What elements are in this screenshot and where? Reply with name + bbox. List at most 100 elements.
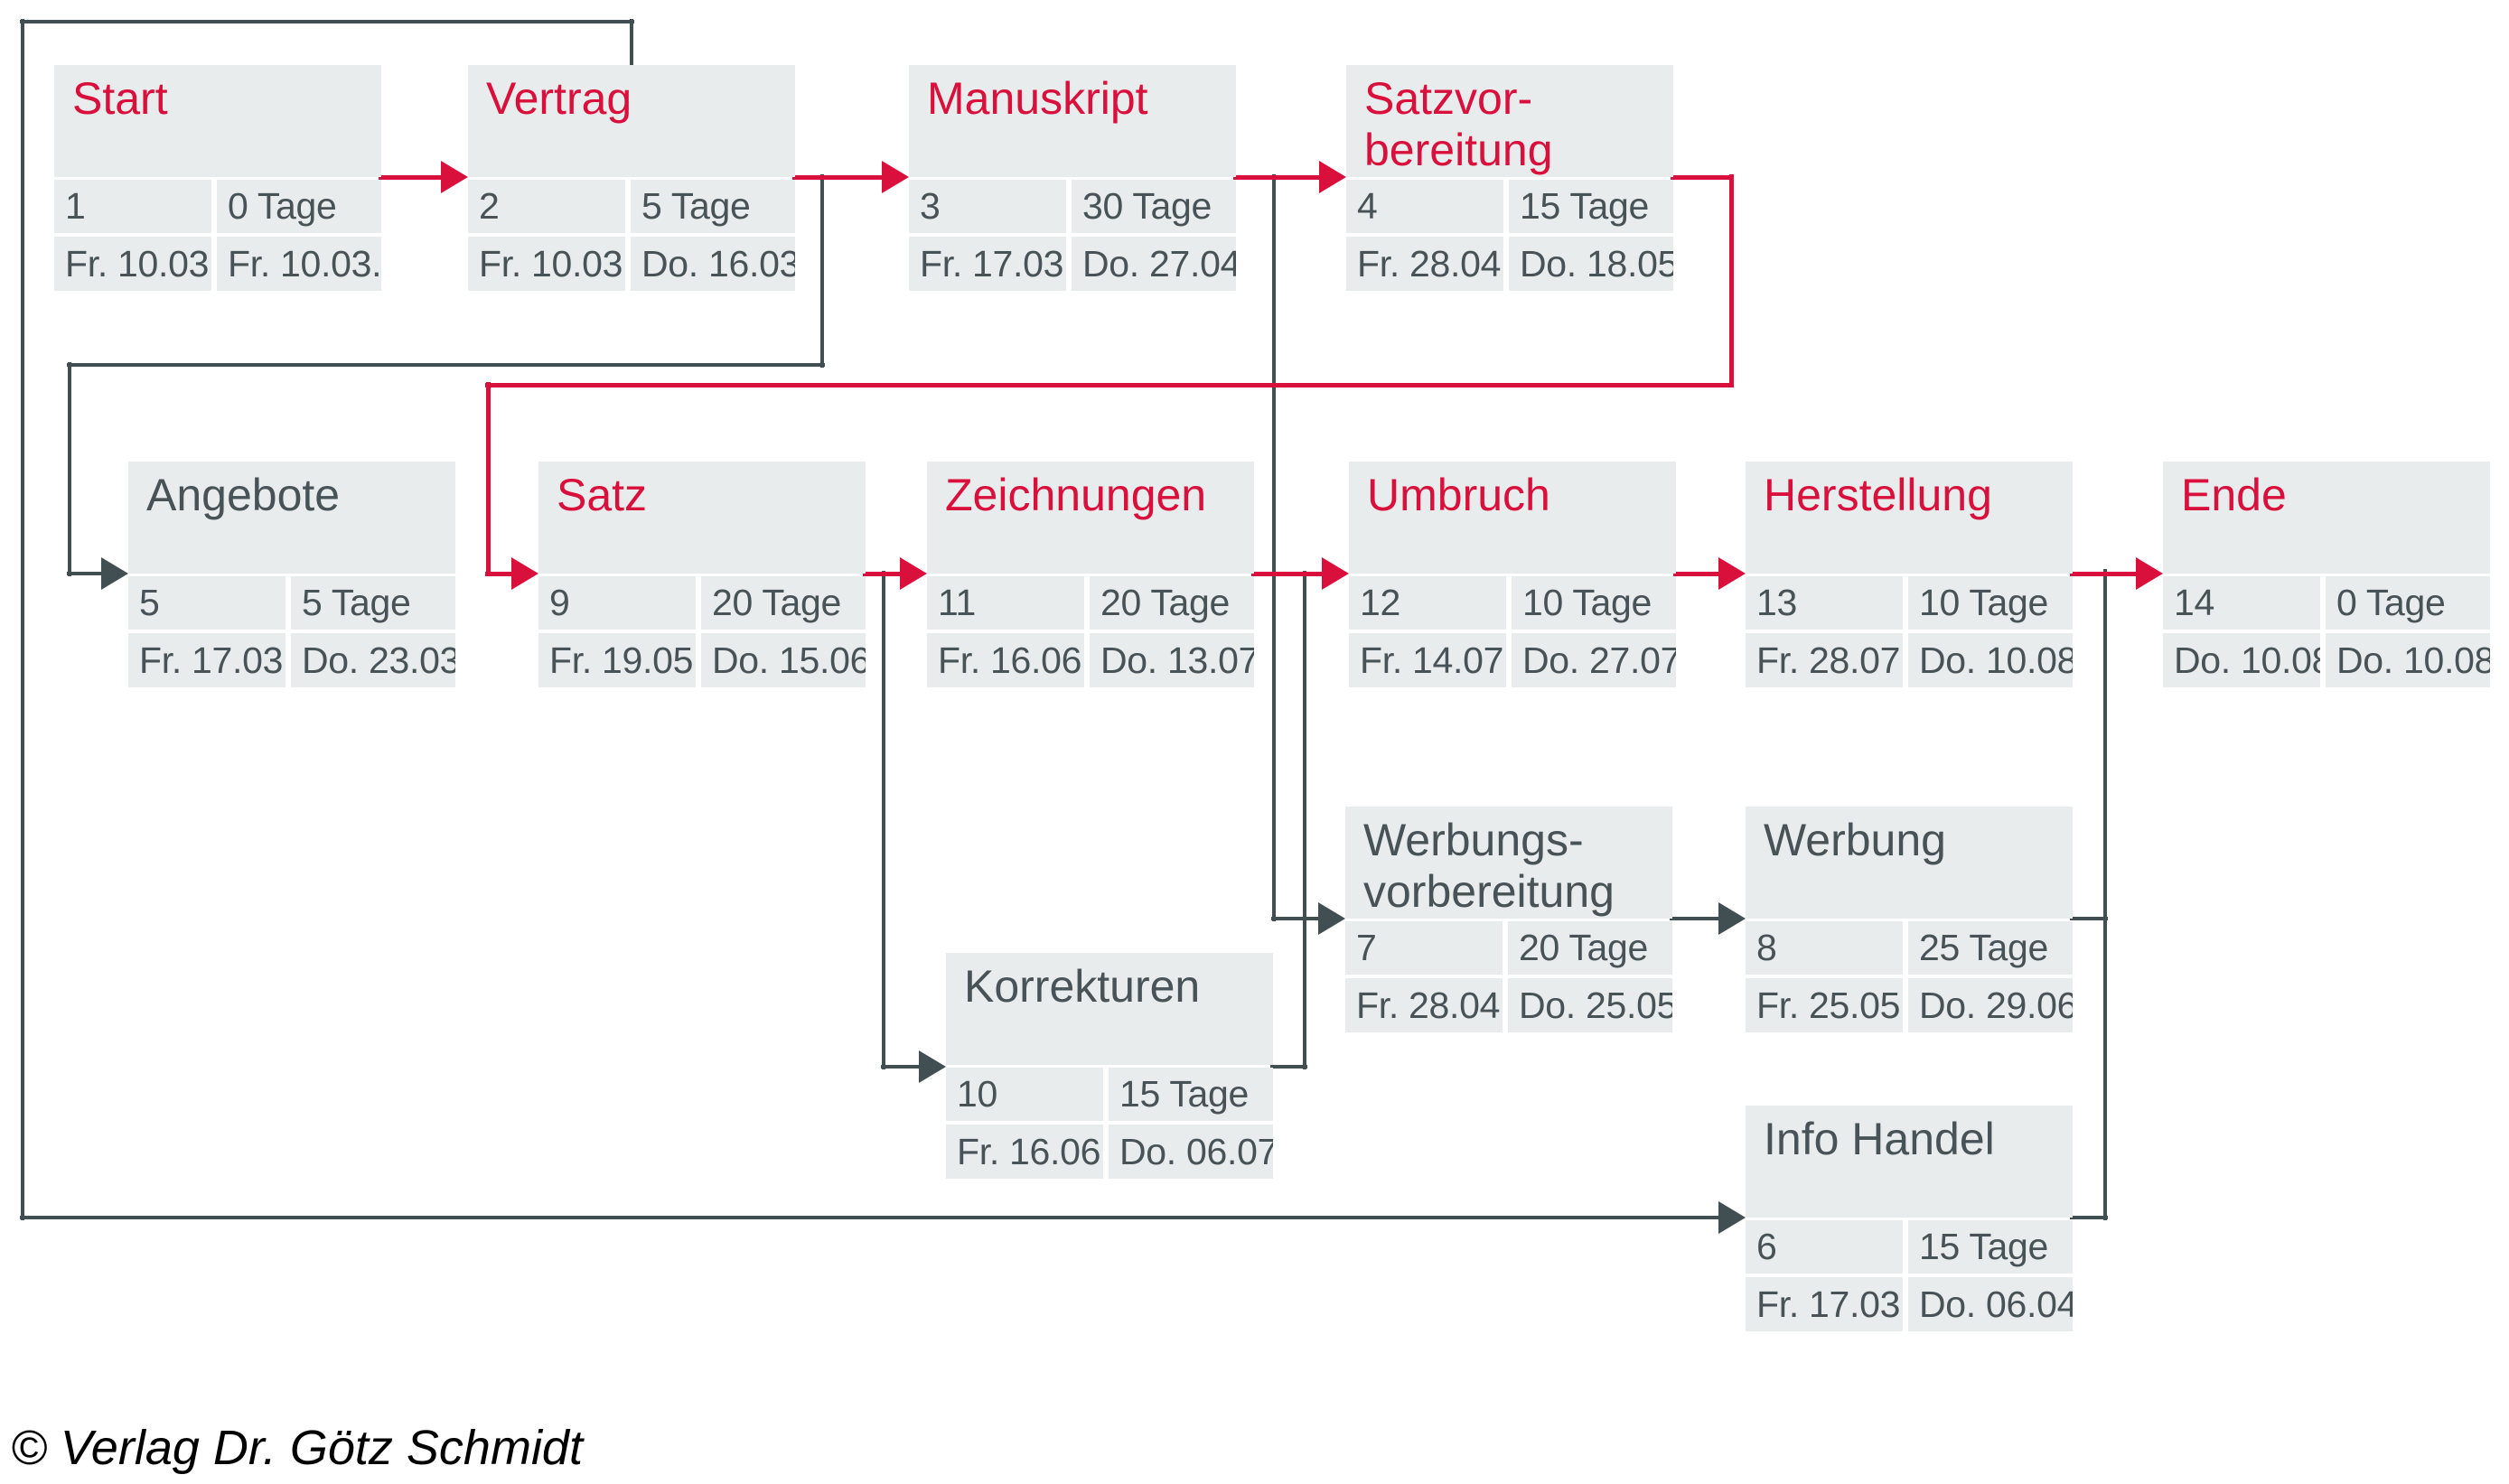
- task-title-line: Herstellung: [1764, 470, 1992, 520]
- task-title-line: Zeichnungen: [945, 470, 1207, 520]
- task-title: Vertrag: [468, 65, 795, 177]
- task-duration: 10 Tage: [1908, 576, 2073, 630]
- task-number: 10: [946, 1068, 1103, 1121]
- task-title: Satzvor-bereitung: [1346, 65, 1673, 177]
- task-duration: 0 Tage: [2326, 576, 2490, 630]
- edge-segment: [820, 174, 824, 368]
- task-duration: 15 Tage: [1109, 1068, 1273, 1121]
- task-duration: 15 Tage: [1908, 1220, 2073, 1274]
- task-start-date: Fr. 28.04.: [1346, 237, 1503, 291]
- edge-segment: [2070, 1216, 2108, 1219]
- task-end-date: Do. 06.07.: [1109, 1125, 1273, 1179]
- edge-segment: [1251, 571, 1322, 576]
- task-duration: 15 Tage: [1509, 180, 1673, 233]
- task-duration: 20 Tage: [1090, 576, 1254, 630]
- task-title: Angebote: [128, 462, 455, 574]
- task-duration: 5 Tage: [291, 576, 455, 630]
- task-title: Korrekturen: [946, 953, 1273, 1065]
- task-start-date: Fr. 10.03.: [54, 237, 211, 291]
- edge-segment: [485, 571, 511, 576]
- task-duration: 20 Tage: [1508, 921, 1672, 975]
- arrowhead-icon: [441, 161, 468, 193]
- edge-segment: [1271, 917, 1318, 920]
- task-end-date: Do. 27.07.: [1512, 633, 1676, 687]
- task-title-line: Satzvor-: [1364, 73, 1533, 124]
- task-start-date: Fr. 17.03.: [128, 633, 286, 687]
- edge-segment: [20, 20, 634, 23]
- task-start-date: Fr. 16.06.: [946, 1125, 1103, 1179]
- task-duration: 30 Tage: [1072, 180, 1236, 233]
- edge-segment: [68, 362, 71, 576]
- arrowhead-icon: [882, 161, 909, 193]
- edge-segment: [21, 19, 24, 1220]
- task-end-date: Do. 27.04.: [1072, 237, 1236, 291]
- task-number: 5: [128, 576, 286, 630]
- task-number: 2: [468, 180, 625, 233]
- arrowhead-icon: [1718, 557, 1746, 590]
- task-start-date: Fr. 28.07.: [1746, 633, 1903, 687]
- edge-segment: [1233, 174, 1319, 180]
- arrowhead-icon: [511, 557, 538, 590]
- task-end-date: Do. 25.05.: [1508, 978, 1672, 1032]
- task-duration: 10 Tage: [1512, 576, 1676, 630]
- task-number: 3: [909, 180, 1066, 233]
- arrowhead-icon: [1718, 902, 1746, 935]
- task-end-date: Do. 15.06.: [701, 633, 866, 687]
- arrowhead-icon: [1319, 161, 1346, 193]
- task-end-date: Do. 13.07.: [1090, 633, 1254, 687]
- task-start-date: Fr. 25.05.: [1746, 978, 1903, 1032]
- arrowhead-icon: [919, 1050, 946, 1083]
- edge-segment: [863, 571, 900, 576]
- edge-segment: [882, 571, 885, 1069]
- edge-segment: [20, 1216, 1718, 1219]
- task-title: Satz: [538, 462, 866, 574]
- task-title: Herstellung: [1746, 462, 2073, 574]
- arrowhead-icon: [1322, 557, 1349, 590]
- task-end-date: Do. 06.04.: [1908, 1277, 2073, 1331]
- edge-segment: [379, 174, 441, 180]
- task-title-line: Angebote: [146, 470, 341, 520]
- task-title-line: Satz: [557, 470, 648, 520]
- task-number: 6: [1746, 1220, 1903, 1274]
- arrowhead-icon: [1318, 902, 1345, 935]
- task-title: Umbruch: [1349, 462, 1676, 574]
- edge-segment: [1270, 1065, 1307, 1069]
- task-number: 9: [538, 576, 696, 630]
- arrowhead-icon: [2136, 557, 2163, 590]
- task-start-date: Fr. 10.03.: [468, 237, 625, 291]
- edge-segment: [792, 174, 882, 180]
- edge-segment: [1303, 571, 1306, 1069]
- edge-segment: [67, 363, 825, 367]
- edge-segment: [2103, 569, 2107, 1220]
- task-title: Start: [54, 65, 381, 177]
- edge-segment: [2070, 571, 2136, 576]
- task-start-date: Fr. 17.03.: [909, 237, 1066, 291]
- task-end-date: Do. 16.03.: [631, 237, 795, 291]
- copyright-notice: © Verlag Dr. Götz Schmidt: [11, 1421, 583, 1475]
- edge-segment: [1673, 571, 1718, 576]
- task-number: 1: [54, 180, 211, 233]
- task-title-line: bereitung: [1364, 125, 1553, 175]
- task-number: 4: [1346, 180, 1503, 233]
- arrowhead-icon: [900, 557, 927, 590]
- arrowhead-icon: [101, 557, 128, 590]
- task-title: Manuskript: [909, 65, 1236, 177]
- task-title-line: Ende: [2181, 470, 2287, 520]
- task-number: 11: [927, 576, 1084, 630]
- task-end-date: Do. 23.03.: [291, 633, 455, 687]
- edge-segment: [881, 1065, 919, 1069]
- task-duration: 20 Tage: [701, 576, 866, 630]
- edge-segment: [1670, 917, 1718, 920]
- task-title-line: Werbungs-: [1363, 815, 1584, 865]
- task-end-date: Do. 10.08.: [2326, 633, 2490, 687]
